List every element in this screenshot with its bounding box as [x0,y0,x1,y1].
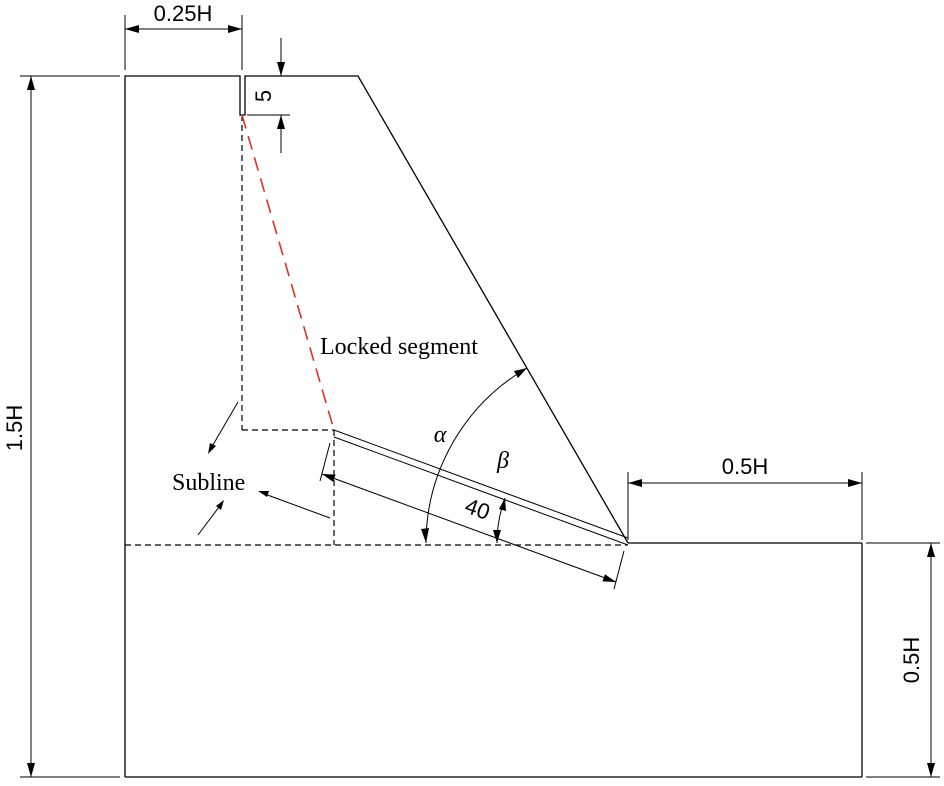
dimension-base-height: 0.5H [866,542,940,778]
arrow-head [493,530,501,543]
angle-alpha: α [421,367,528,544]
slope-left-top-right-boundary [124,75,629,777]
annotations: Locked segment Subline [172,334,478,536]
sublines [125,115,628,546]
sliding-length-label: 40 [462,493,494,525]
dimension-sliding-length: 40 [319,442,625,590]
arrow-head [27,76,35,90]
arrow-head [125,25,139,33]
arrow-head [208,443,216,454]
extension-line [613,550,625,590]
locked-segment-line [241,114,335,431]
alpha-arc [425,367,528,544]
subline-leader [261,492,331,519]
arrow-head [27,763,35,777]
angle-beta: β [493,448,509,544]
beta-symbol: β [496,448,509,474]
arrow-head [602,574,616,582]
arrow-head [216,500,224,510]
total-height-label: 1.5H [2,405,27,451]
subline-leader [209,401,239,451]
sliding-zone-lower-line [333,436,629,546]
dimension-right-width: 0.5H [627,454,863,540]
dimension-total-height: 1.5H [2,75,120,778]
arrow-head [927,543,935,557]
alpha-symbol: α [434,422,447,448]
arrow-head [228,25,242,33]
arrow-head [628,479,642,487]
slope-outline [124,75,863,778]
subline-leader [197,502,223,536]
arrow-head [258,491,269,497]
arrow-head [927,763,935,777]
dimension-line [321,473,617,583]
locked-segment-label: Locked segment [320,334,478,360]
arrow-head [277,62,285,76]
dimension-top-width: 0.25H [124,1,243,70]
extension-line [319,442,331,482]
base-height-label: 0.5H [899,637,924,683]
arrow-head [421,528,429,543]
right-width-label: 0.5H [722,454,768,479]
arrow-head [322,474,336,482]
arrow-head [277,115,285,129]
sliding-zone [333,429,629,546]
sliding-zone-upper-line [333,429,629,539]
gap-depth-label: 5 [251,90,276,102]
arrow-head [499,498,506,511]
top-width-label: 0.25H [154,1,213,26]
arrow-head [848,479,862,487]
arrow-head [514,368,527,378]
subline-label: Subline [172,470,245,496]
dimension-gap-depth: 5 [247,38,290,153]
